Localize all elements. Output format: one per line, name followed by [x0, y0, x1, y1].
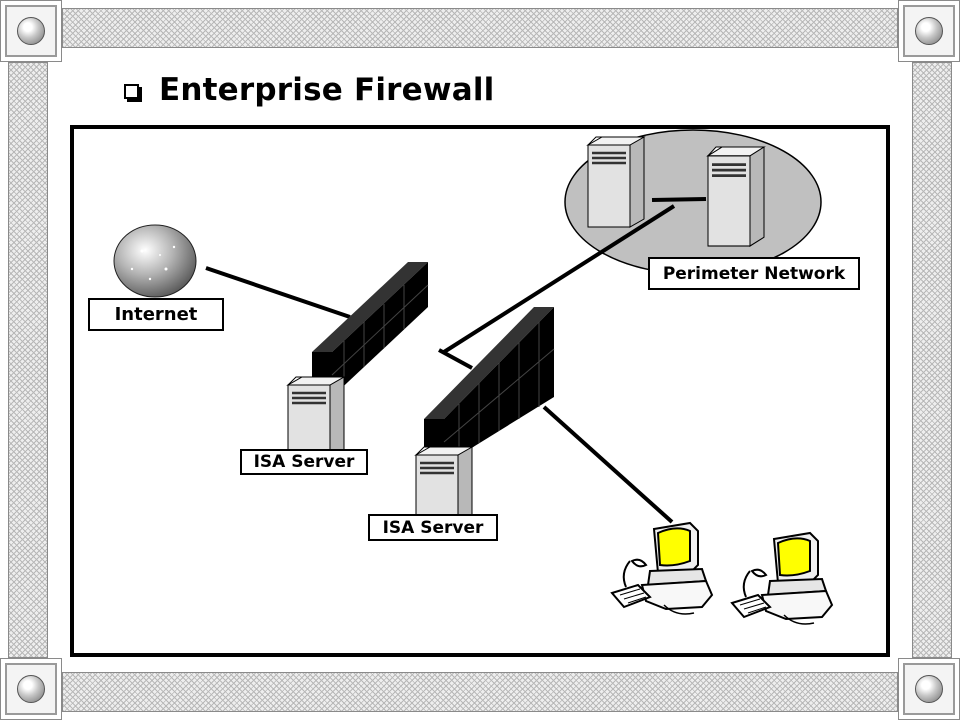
- checkbox-bullet-icon: [124, 83, 139, 99]
- frame-bottom-bar: [62, 672, 898, 712]
- knob-icon: [17, 675, 45, 703]
- link-internet-to-firewall: [205, 266, 351, 319]
- firewall-icon: [424, 307, 555, 465]
- workstation-icon: [611, 522, 713, 615]
- network-diagram: Internet Perimeter Network ISA Server IS…: [70, 125, 890, 657]
- frame-corner-top-right: [898, 0, 960, 62]
- knob-icon: [17, 17, 45, 45]
- slide-title-text: Enterprise Firewall: [159, 72, 495, 108]
- slide-title: Enterprise Firewall: [124, 68, 494, 112]
- isa-server-label-2: ISA Server: [368, 514, 498, 541]
- frame-corner-top-left: [0, 0, 62, 62]
- server-icon: [706, 145, 766, 248]
- frame-top-bar: [62, 8, 898, 48]
- link-firewall-to-perimeter: [442, 204, 676, 354]
- knob-icon: [915, 17, 943, 45]
- diagram-canvas: [113, 129, 833, 625]
- frame-corner-bottom-right: [898, 658, 960, 720]
- link-perimeter-servers: [651, 197, 707, 202]
- frame-right-bar: [912, 62, 952, 658]
- server-icon: [586, 135, 646, 229]
- isa-server-label-1: ISA Server: [240, 449, 368, 475]
- knob-icon: [915, 675, 943, 703]
- frame-corner-bottom-left: [0, 658, 62, 720]
- link-firewalls: [438, 348, 473, 370]
- link-firewall-to-clients: [542, 405, 674, 524]
- globe-icon: [113, 224, 197, 298]
- perimeter-network-label: Perimeter Network: [648, 257, 860, 290]
- internet-label: Internet: [88, 298, 224, 331]
- frame-left-bar: [8, 62, 48, 658]
- workstation-icon: [731, 532, 833, 625]
